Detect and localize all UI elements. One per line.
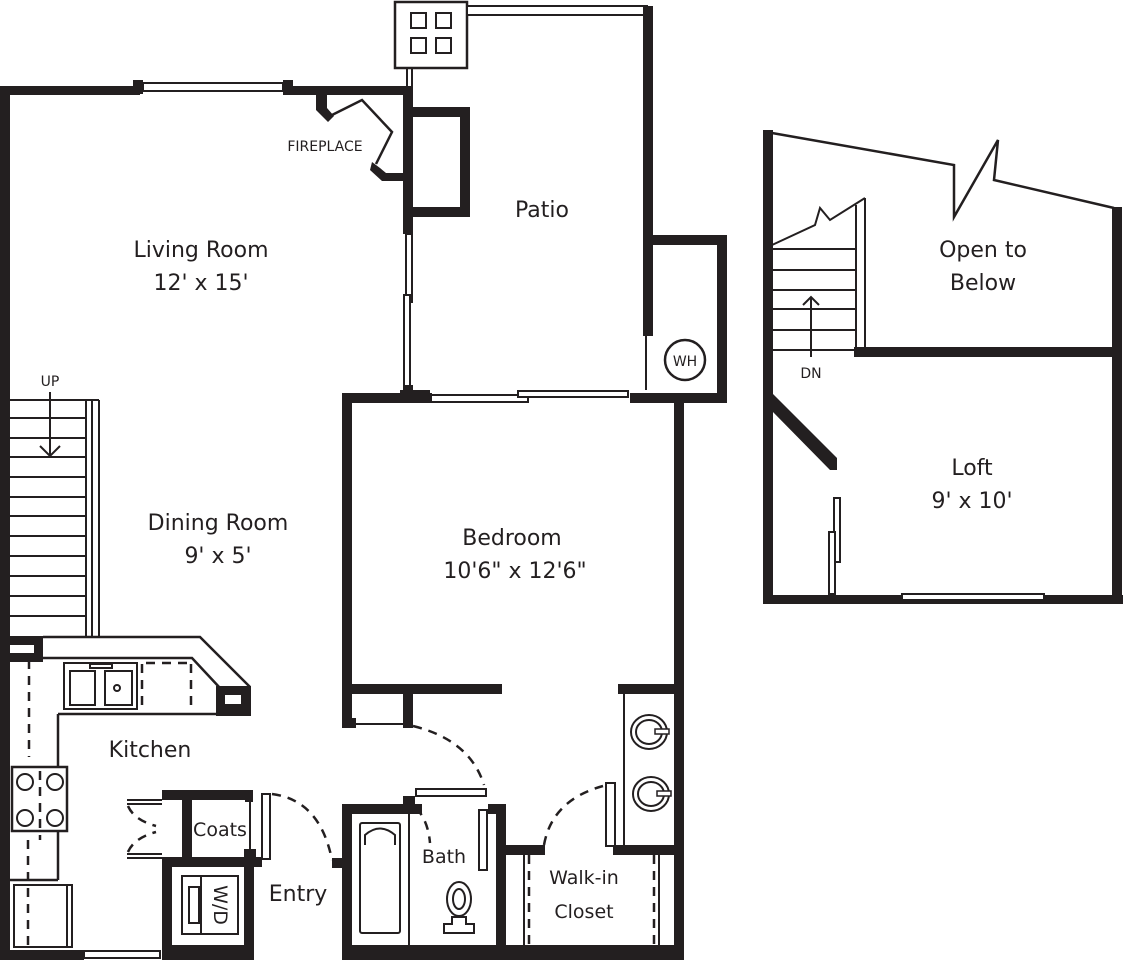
coats-and-laundry: Coats W/D bbox=[126, 790, 334, 960]
open-to-below-label-line1: Open to bbox=[939, 238, 1027, 263]
entry-label: Entry bbox=[269, 882, 328, 907]
closet-label-line2: Closet bbox=[554, 901, 613, 923]
dining-room-size: 9' x 5' bbox=[184, 544, 251, 569]
refrigerator-icon bbox=[13, 884, 73, 948]
bedroom-size: 10'6" x 12'6" bbox=[443, 559, 586, 584]
water-heater-label: WH bbox=[673, 354, 697, 370]
dining-room-label: Dining Room bbox=[148, 511, 289, 536]
loft-size: 9' x 10' bbox=[931, 489, 1012, 514]
living-room-walls bbox=[0, 80, 413, 960]
open-to-below-label-line2: Below bbox=[950, 271, 1016, 296]
toilet-icon bbox=[446, 881, 472, 917]
bedroom-label: Bedroom bbox=[462, 526, 562, 551]
bedroom-walls bbox=[342, 393, 684, 960]
stairs-up-label: UP bbox=[41, 374, 60, 390]
chimney-box bbox=[410, 107, 470, 217]
kitchen: Kitchen bbox=[0, 635, 251, 960]
living-room-label: Living Room bbox=[133, 238, 268, 263]
patio-label: Patio bbox=[515, 198, 569, 223]
fireplace-label: FIREPLACE bbox=[287, 139, 362, 155]
living-window bbox=[142, 82, 284, 92]
bath: Bath bbox=[332, 788, 684, 960]
bath-label: Bath bbox=[422, 846, 466, 868]
kitchen-sink-icon bbox=[63, 662, 138, 710]
loft-label: Loft bbox=[951, 456, 993, 481]
water-heater-icon bbox=[663, 338, 707, 382]
stairs-down-label: DN bbox=[800, 366, 821, 382]
vanity bbox=[623, 694, 672, 845]
stairs-up: UP bbox=[10, 374, 100, 637]
washer-dryer-icon bbox=[181, 875, 239, 935]
main-floor: FIREPLACE WH bbox=[0, 0, 727, 960]
walk-in-closet: Walk-in Closet bbox=[500, 782, 680, 945]
loft-floor: DN Open to Below Loft 9' x 10' bbox=[763, 130, 1123, 604]
living-room-size: 12' x 15' bbox=[153, 271, 248, 296]
fireplace: FIREPLACE bbox=[287, 93, 406, 181]
ac-unit bbox=[393, 0, 469, 86]
kitchen-label: Kitchen bbox=[109, 738, 192, 763]
bathtub-icon bbox=[359, 822, 401, 934]
closet-label-line1: Walk-in bbox=[549, 867, 619, 889]
washer-dryer-label: W/D bbox=[209, 885, 231, 925]
coats-label: Coats bbox=[193, 819, 247, 841]
